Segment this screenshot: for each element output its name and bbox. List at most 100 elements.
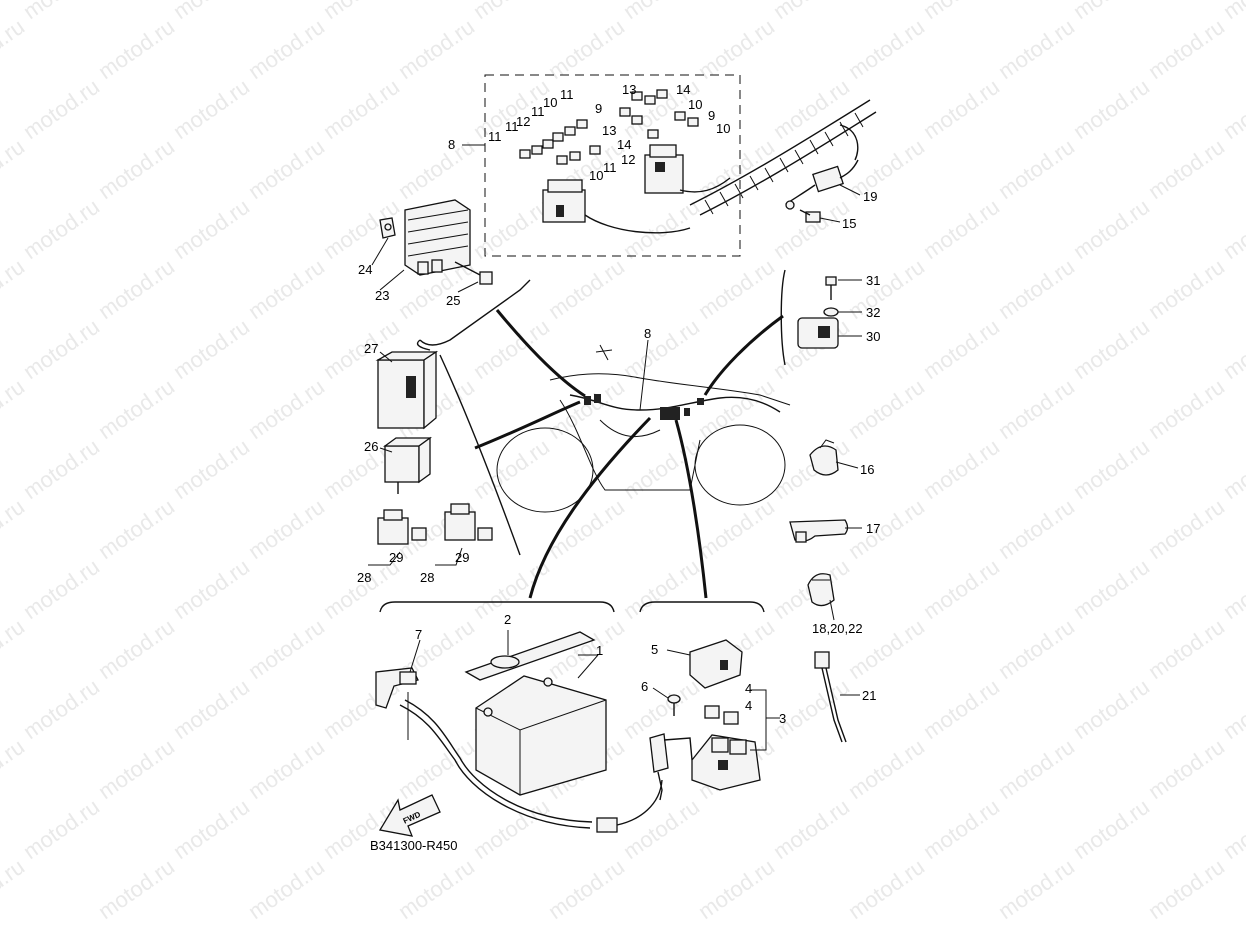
watermark-text: motod.ru xyxy=(844,254,929,324)
washer-32[interactable] xyxy=(823,307,839,317)
fuse-cluster xyxy=(519,89,699,165)
fuse-box-left[interactable] xyxy=(542,179,586,223)
bolt-31[interactable] xyxy=(825,276,837,300)
watermark-text: motod.ru xyxy=(844,374,929,444)
watermark-text: motod.ru xyxy=(0,134,29,204)
callout-21: 21 xyxy=(862,688,876,703)
clamp-17[interactable] xyxy=(789,519,849,543)
clamp-16[interactable] xyxy=(809,439,839,476)
fwd-arrow-icon: FWD xyxy=(378,794,441,837)
watermark-text: motod.ru xyxy=(244,254,329,324)
watermark-text: motod.ru xyxy=(1069,0,1154,24)
watermark-text: motod.ru xyxy=(844,734,929,804)
leader-lines xyxy=(371,184,862,699)
watermark-text: motod.ru xyxy=(694,134,779,204)
watermark-text: motod.ru xyxy=(994,134,1079,204)
watermark-text: motod.ru xyxy=(394,14,479,84)
bracket-24[interactable] xyxy=(379,217,396,239)
watermark-text: motod.ru xyxy=(694,854,779,924)
fuse-4-b[interactable] xyxy=(723,711,739,725)
watermark-text: motod.ru xyxy=(919,314,1004,384)
callout-12-a: 12 xyxy=(516,114,530,129)
cap-29-right[interactable] xyxy=(477,527,493,541)
callout-15: 15 xyxy=(842,216,856,231)
callout-6: 6 xyxy=(641,679,648,694)
callout-25: 25 xyxy=(446,293,460,308)
watermark-text: motod.ru xyxy=(694,494,779,564)
watermark-text: motod.ru xyxy=(619,0,704,24)
relay-27[interactable] xyxy=(375,350,439,430)
watermark-text: motod.ru xyxy=(1144,854,1229,924)
watermark-text: motod.ru xyxy=(394,734,479,804)
watermark-text: motod.ru xyxy=(319,0,404,24)
relay-26[interactable] xyxy=(383,436,432,494)
relay-5[interactable] xyxy=(689,639,743,689)
motorcycle-silhouette xyxy=(496,344,791,513)
starter-relay-3[interactable] xyxy=(691,734,761,791)
callout-30: 30 xyxy=(866,329,880,344)
callout-28-b: 28 xyxy=(420,570,434,585)
callout-10-d: 10 xyxy=(589,168,603,183)
watermark-text: motod.ru xyxy=(1069,554,1154,624)
screw-6[interactable] xyxy=(667,694,681,716)
clamp-18-20-22[interactable] xyxy=(807,573,835,607)
callout-9-b: 9 xyxy=(708,108,715,123)
watermark-text: motod.ru xyxy=(169,314,254,384)
watermark-text: motod.ru xyxy=(0,254,29,324)
watermark-text: motod.ru xyxy=(994,374,1079,444)
callout-2: 2 xyxy=(504,612,511,627)
battery-1[interactable] xyxy=(475,675,607,796)
watermark-text: motod.ru xyxy=(1069,194,1154,264)
watermark-text: motod.ru xyxy=(769,0,854,24)
watermark-text: motod.ru xyxy=(94,494,179,564)
watermark-text: motod.ru xyxy=(844,854,929,924)
watermark-text: motod.ru xyxy=(769,434,854,504)
watermark-text: motod.ru xyxy=(994,614,1079,684)
watermark-text: motod.ru xyxy=(19,74,104,144)
watermark-text: motod.ru xyxy=(769,794,854,864)
callout-14-b: 14 xyxy=(617,137,631,152)
fuse-4-a[interactable] xyxy=(704,705,720,719)
watermark-text: motod.ru xyxy=(0,854,29,924)
callout-7: 7 xyxy=(415,627,422,642)
coupler-28-left[interactable] xyxy=(377,509,409,545)
watermark-text: motod.ru xyxy=(1219,314,1246,384)
cable-band-21[interactable] xyxy=(814,651,847,743)
battery-band-2[interactable] xyxy=(464,631,596,681)
callout-10-b: 10 xyxy=(688,97,702,112)
watermark-text: motod.ru xyxy=(469,314,554,384)
coupler-28-right[interactable] xyxy=(444,503,476,541)
watermark-text: motod.ru xyxy=(394,134,479,204)
watermark-text: motod.ru xyxy=(19,314,104,384)
callout-3: 3 xyxy=(779,711,786,726)
callout-18-20-22: 18,20,22 xyxy=(812,621,863,636)
bolt-25[interactable] xyxy=(454,261,493,285)
watermark-text: motod.ru xyxy=(1144,254,1229,324)
watermark-text: motod.ru xyxy=(169,554,254,624)
battery-lead-7[interactable] xyxy=(375,667,593,829)
watermark-text: motod.ru xyxy=(694,14,779,84)
watermark-text: motod.ru xyxy=(994,734,1079,804)
watermark-text: motod.ru xyxy=(19,674,104,744)
callout-32: 32 xyxy=(866,305,880,320)
bolt-15[interactable] xyxy=(799,209,821,223)
watermark-text: motod.ru xyxy=(169,674,254,744)
sensor-30[interactable] xyxy=(797,317,839,349)
watermark-text: motod.ru xyxy=(994,14,1079,84)
watermark-text: motod.ru xyxy=(244,494,329,564)
callout-17: 17 xyxy=(866,521,880,536)
fuse-box-right[interactable] xyxy=(644,144,684,194)
watermark-text: motod.ru xyxy=(319,74,404,144)
rectifier-regulator-23[interactable] xyxy=(404,199,471,276)
watermark-text: motod.ru xyxy=(619,794,704,864)
watermark-text: motod.ru xyxy=(94,854,179,924)
watermark-text: motod.ru xyxy=(1219,554,1246,624)
watermark-text: motod.ru xyxy=(244,374,329,444)
watermark-text: motod.ru xyxy=(244,854,329,924)
watermark-text: motod.ru xyxy=(394,854,479,924)
starter-lead[interactable] xyxy=(649,733,693,801)
cap-29-left[interactable] xyxy=(411,527,427,541)
wire-harness-main[interactable] xyxy=(689,99,877,216)
sensor-19[interactable] xyxy=(785,159,859,210)
